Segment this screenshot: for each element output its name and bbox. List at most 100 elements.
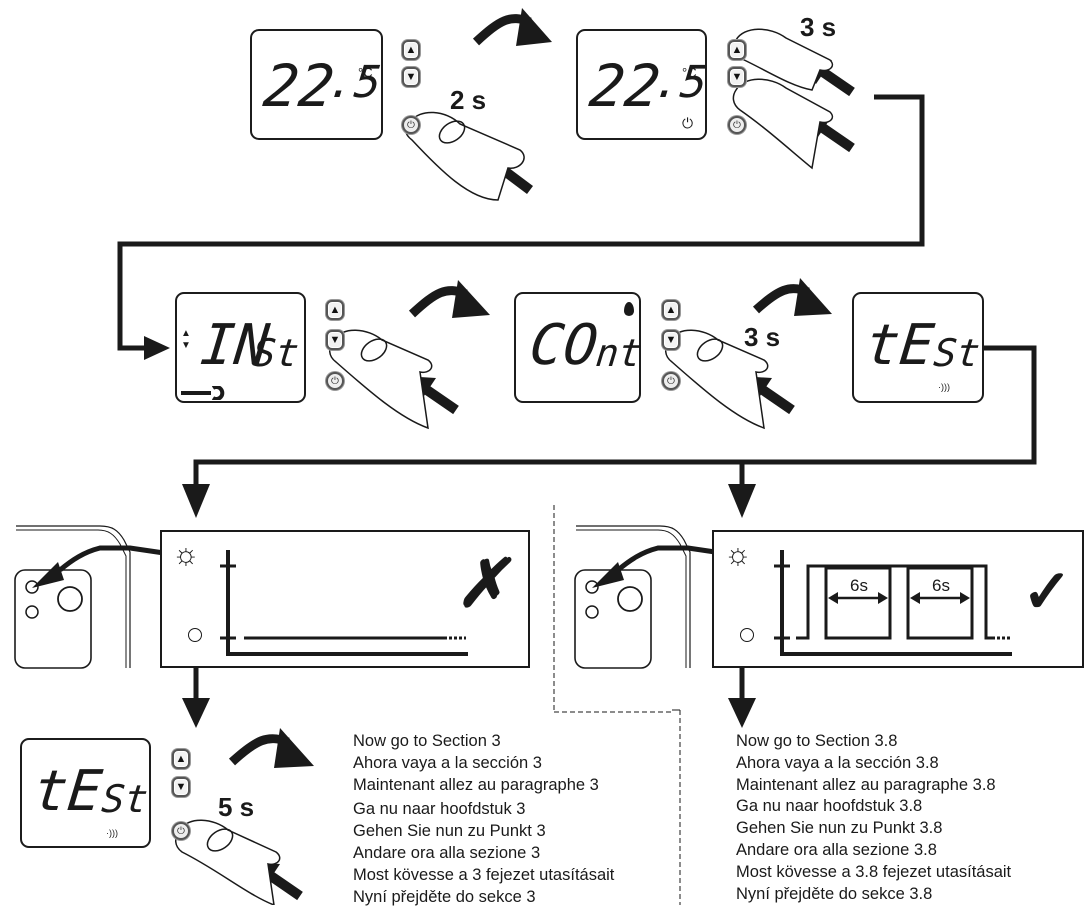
- connector-row2-split: [182, 345, 1037, 518]
- arrow-fail-down: [182, 668, 210, 728]
- duration-label: 3 s: [744, 322, 781, 352]
- power-button[interactable]: ⏻: [172, 822, 190, 840]
- interval-arrow-2: [910, 592, 970, 604]
- up-button[interactable]: ▲: [402, 40, 420, 60]
- up-icon: ▲: [175, 753, 187, 765]
- pass-signal-graph: [774, 550, 1012, 656]
- display-value: tE: [30, 759, 105, 824]
- pass-led-panel: ☼ 6s 6s ✓: [712, 530, 1084, 668]
- down-icon: ▼: [665, 334, 677, 346]
- interval-arrow-1: [828, 592, 888, 604]
- led-off-icon: [188, 628, 202, 642]
- duration-label: 3 s: [800, 12, 837, 42]
- pulse-waveform: [796, 564, 992, 640]
- unit-label: °C: [358, 65, 373, 80]
- fail-signal-graph: [220, 550, 468, 656]
- down-icon: ▼: [405, 71, 417, 83]
- down-button[interactable]: ▼: [728, 67, 746, 87]
- finger-step2-bottom: [732, 78, 834, 170]
- curved-arrow-2: [408, 280, 490, 318]
- instruction-it: Andare ora alla sezione 3: [353, 843, 541, 862]
- down-icon: ▼: [329, 334, 341, 346]
- display-value: tE: [862, 313, 937, 378]
- receiver-pass: [574, 525, 723, 669]
- down-button[interactable]: ▼: [662, 330, 680, 350]
- curved-arrow-1: [472, 8, 552, 46]
- instruction-cs: Nyní přejděte do sekce 3: [353, 887, 536, 906]
- pulse-label-1: 6s: [850, 576, 868, 595]
- up-down-indicator: ▲▼: [181, 328, 191, 351]
- cross-icon: ✗: [453, 546, 522, 620]
- instruction-es: Ahora vaya a la sección 3: [353, 753, 542, 772]
- display-value: CO: [526, 313, 601, 378]
- up-icon: ▲: [731, 44, 743, 56]
- power-button[interactable]: ⏻: [728, 116, 746, 134]
- up-icon: ▲: [405, 44, 417, 56]
- instruction-en: Now go to Section 3.8: [736, 732, 898, 750]
- instruction-cs: Nyní přejděte do sekce 3.8: [736, 884, 933, 903]
- instruction-hu: Most kövesse a 3.8 fejezet utasításait: [736, 862, 1012, 881]
- down-icon: ▼: [175, 781, 187, 793]
- finger-step3: [329, 329, 433, 430]
- finger-exit: [175, 819, 281, 905]
- up-button[interactable]: ▲: [326, 300, 344, 320]
- down-button[interactable]: ▼: [402, 67, 420, 87]
- receiver-fail: [14, 525, 165, 669]
- display-suffix: St: [931, 331, 983, 375]
- signal-icon: ·))): [938, 382, 950, 392]
- instruction-es: Ahora vaya a la sección 3.8: [736, 753, 939, 772]
- sun-icon: ☼: [172, 538, 200, 571]
- instruction-it: Andare ora alla sezione 3.8: [736, 840, 937, 859]
- display-step1: 22 .5 °C: [250, 29, 384, 140]
- instruction-nl: Ga nu naar hoofdstuk 3: [353, 800, 526, 819]
- flame-icon: [624, 302, 634, 316]
- sun-icon: ☼: [724, 538, 752, 571]
- instruction-fr: Maintenant allez au paragraphe 3.8: [736, 775, 996, 794]
- pulse-2: [906, 566, 974, 640]
- power-button[interactable]: ⏻: [326, 372, 344, 390]
- display-step4: CO nt: [514, 292, 645, 403]
- power-icon: ⏻: [177, 825, 185, 837]
- pulse-1: [824, 566, 892, 640]
- up-button[interactable]: ▲: [172, 749, 190, 769]
- display-suffix: nt: [593, 331, 645, 375]
- display-decimal: .5: [651, 57, 710, 108]
- down-button[interactable]: ▼: [172, 777, 190, 797]
- finger-step4: [665, 329, 769, 430]
- power-icon: ⏻: [407, 119, 415, 131]
- curved-arrow-4: [228, 728, 314, 768]
- up-button[interactable]: ▲: [662, 300, 680, 320]
- arrow-pass-down: [728, 668, 756, 728]
- up-button[interactable]: ▲: [728, 40, 746, 60]
- down-button[interactable]: ▼: [326, 330, 344, 350]
- connector-row1-to-row2: [117, 94, 925, 360]
- pulse-label-2: 6s: [932, 576, 950, 595]
- unit-label: °C: [682, 65, 697, 80]
- check-icon: ✓: [1022, 558, 1073, 625]
- wrench-icon: [181, 386, 225, 400]
- power-button[interactable]: ⏻: [662, 372, 680, 390]
- duration-label: 5 s: [218, 792, 255, 822]
- display-exit: tE St ·))): [20, 738, 151, 848]
- instruction-hu: Most kövesse a 3 fejezet utasításait: [353, 865, 615, 884]
- instruction-fr: Maintenant allez au paragraphe 3: [353, 775, 599, 794]
- fail-led-panel: ☼ ✗: [160, 530, 530, 668]
- power-icon: ⏻: [682, 115, 694, 131]
- down-icon: ▼: [731, 71, 743, 83]
- led-off-icon: [740, 628, 754, 642]
- duration-label: 2 s: [450, 85, 487, 115]
- display-suffix: St: [99, 777, 151, 821]
- power-button[interactable]: ⏻: [402, 116, 420, 134]
- up-icon: ▲: [329, 304, 341, 316]
- power-icon: ⏻: [667, 375, 675, 387]
- instruction-en: Now go to Section 3: [353, 732, 501, 750]
- power-icon: ⏻: [733, 119, 741, 131]
- instruction-de: Gehen Sie nun zu Punkt 3: [353, 822, 546, 841]
- display-decimal: .5: [325, 57, 384, 108]
- finger-step1: [405, 111, 525, 201]
- display-step3: ▲▼ IN St: [175, 292, 306, 403]
- up-icon: ▲: [665, 304, 677, 316]
- power-icon: ⏻: [331, 375, 339, 387]
- pass-instructions: Now go to Section 3.8 Ahora vaya a la se…: [736, 731, 1011, 905]
